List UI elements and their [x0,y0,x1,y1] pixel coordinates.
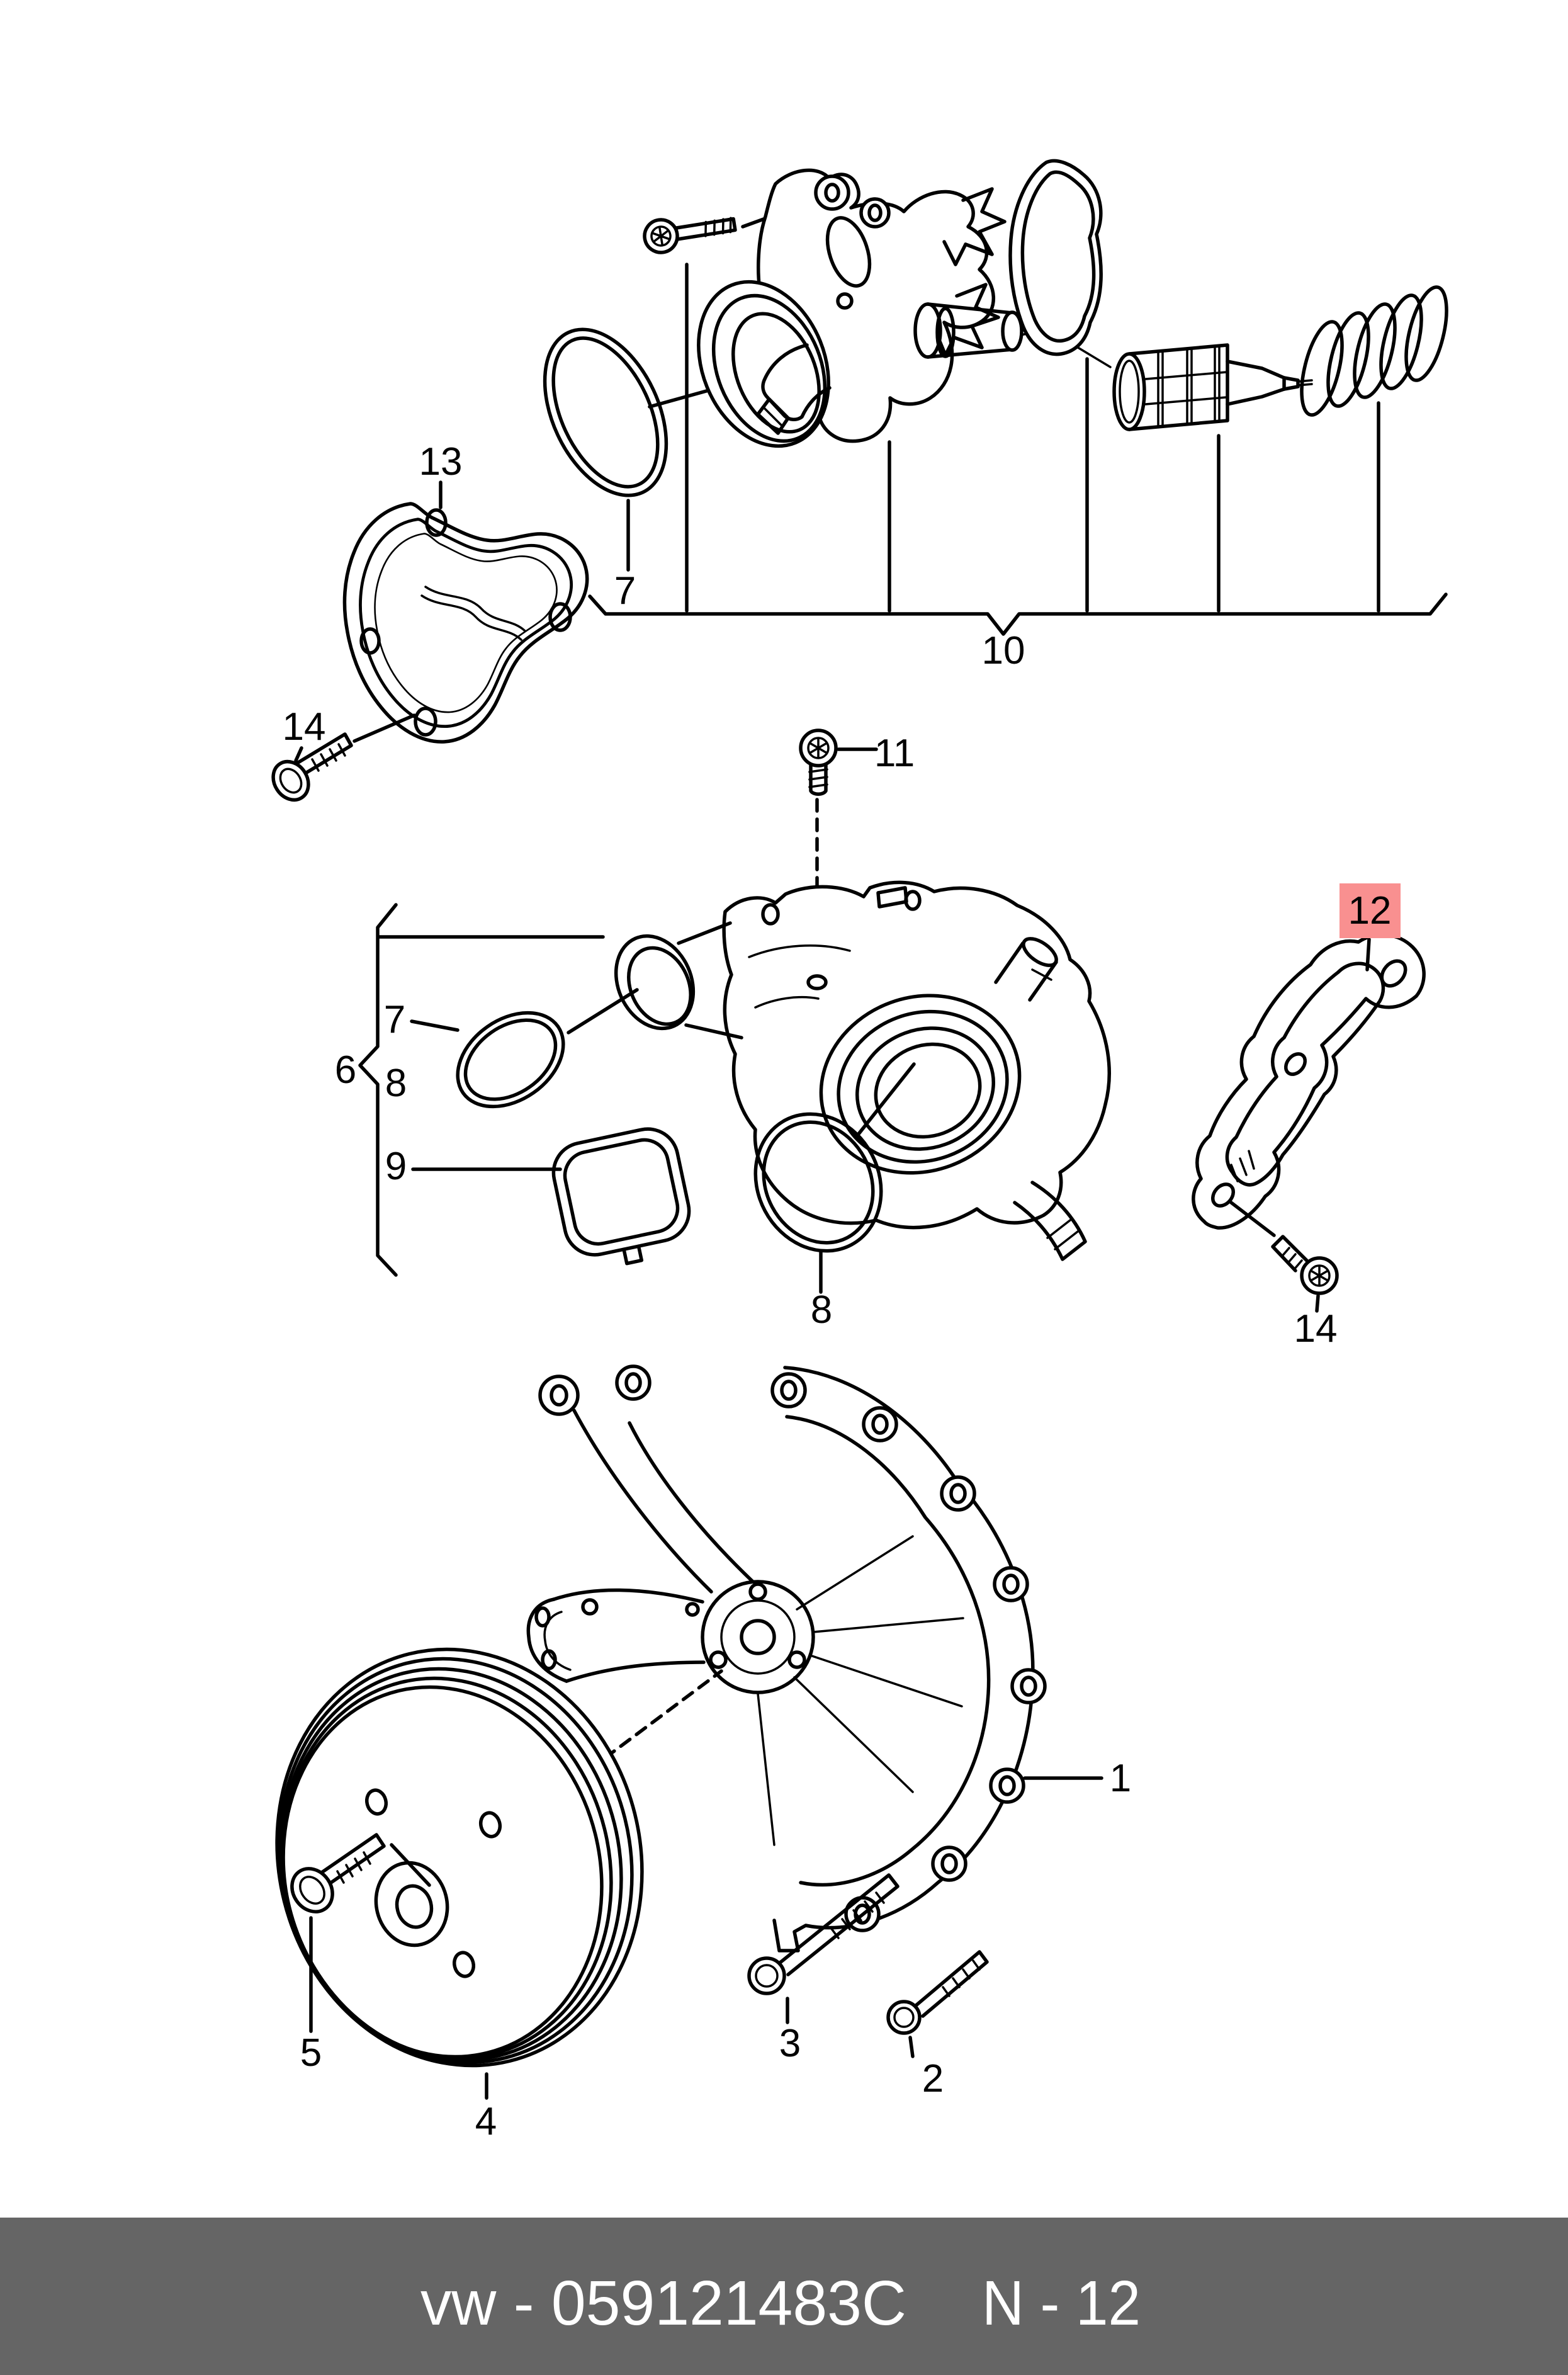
spring-icon [1300,285,1448,417]
thermostat-housing-icon [697,168,1112,448]
screw-14-left-icon [271,732,353,802]
screw-11-icon [799,728,838,796]
leader-label-14-left [294,746,303,762]
coolant-pump-icon [614,880,1111,1261]
leader-label-2 [908,2036,915,2058]
screw-14-right-icon [1271,1235,1339,1295]
footer-part-number: vw - 059121483C [420,2268,906,2338]
leader-screw14-right [1229,1201,1276,1237]
part-label-6[interactable]: 6 [335,1048,356,1092]
part-label-10[interactable]: 10 [982,629,1025,672]
footer-page-ref: N - 12 [982,2268,1141,2338]
o-ring-7-top-icon [543,327,668,497]
cover-plate-13-icon [342,502,589,744]
callout-labels: 13 14 7 10 11 6 7 8 9 8 12 14 1 5 4 3 2 [283,440,1401,2143]
bolt-2-icon [886,1950,989,2035]
part-label-8-mid[interactable]: 8 [385,1062,407,1105]
o-ring-7-mid-icon [456,1011,565,1109]
part-label-14-left[interactable]: 14 [283,705,326,749]
leader-label-14-right [1315,1294,1320,1313]
part-label-7-top[interactable]: 7 [614,569,636,613]
leader-label-7-mid [410,1019,460,1032]
highlight-box[interactable] [1340,883,1401,938]
pointer-oring7-mid [567,988,639,1034]
part-label-11[interactable]: 11 [874,732,915,775]
part-label-14-right[interactable]: 14 [1294,1307,1338,1351]
pump-housing-1-icon [526,1364,1047,1953]
part-label-12[interactable]: 12 [1348,889,1392,932]
thermostat-gasket-icon [1008,159,1103,356]
leader-bolt5-hub [390,1843,431,1887]
part-label-4[interactable]: 4 [475,2100,497,2143]
leader-label-12 [1365,938,1371,972]
part-label-3[interactable]: 3 [779,2022,801,2065]
footer-background [0,2218,1568,2375]
screw-top-icon [643,217,737,254]
gasket-12-icon [1192,932,1426,1230]
leader-screw14-left [353,713,416,743]
part-label-8-low[interactable]: 8 [811,1288,832,1332]
diagram-line-art [271,159,1448,2100]
thermostat-cartridge-icon [1112,343,1313,431]
part-label-9[interactable]: 9 [385,1145,407,1188]
part-label-5[interactable]: 5 [300,2031,322,2075]
bolt-3-icon [747,1873,900,1995]
part-label-7-mid[interactable]: 7 [384,998,405,1041]
o-ring-8-icon [753,1112,883,1253]
footer-bar: vw - 059121483C N - 12 [0,2218,1568,2375]
part-label-1[interactable]: 1 [1110,1757,1131,1800]
pulley-4-icon [275,1647,644,2068]
axis-pulley [541,1669,723,1806]
gasket-9-icon [551,1127,691,1266]
part-label-2[interactable]: 2 [922,2057,944,2100]
bracket-group-6 [358,903,398,1277]
pointer-oring8-low [854,1062,916,1139]
part-label-13[interactable]: 13 [419,440,463,484]
bracket-group-10 [588,592,1448,636]
bolt-5-icon [290,1833,386,1913]
